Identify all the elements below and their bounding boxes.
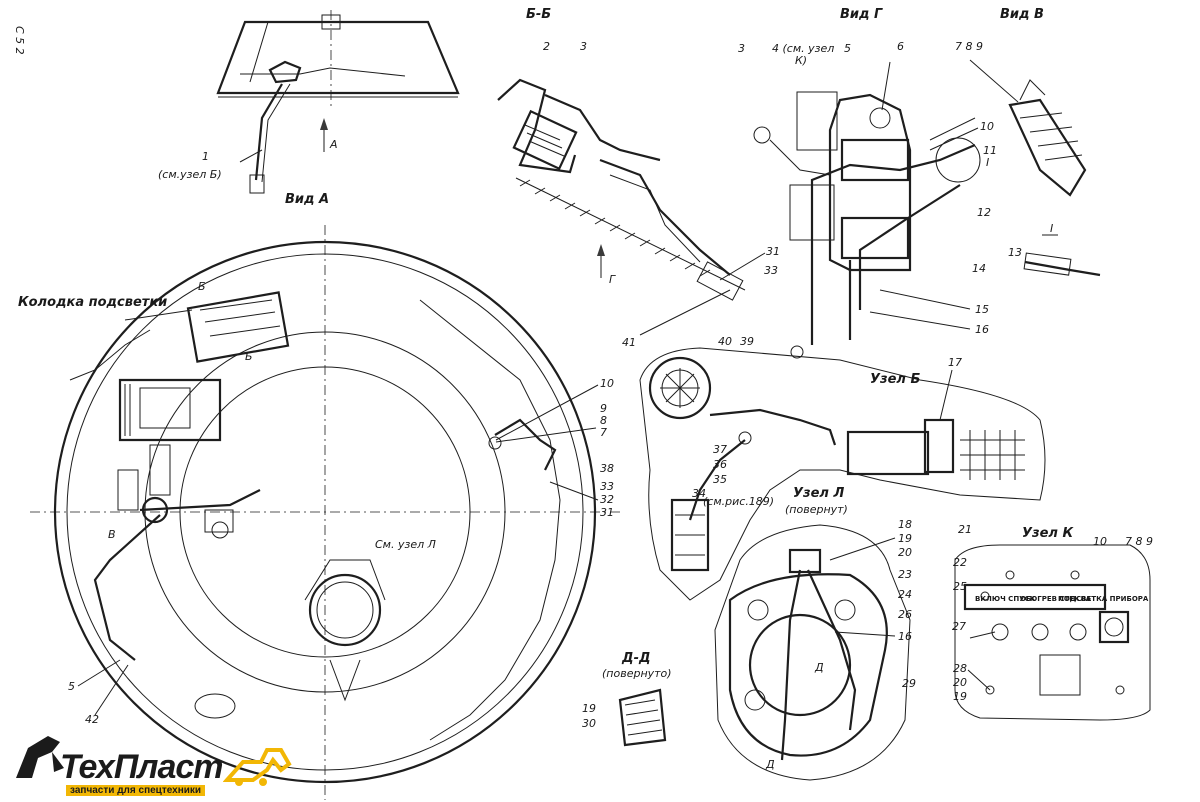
title-node-b: Узел Б xyxy=(870,372,920,387)
callout-32: 32 xyxy=(600,493,614,506)
title-node-l: Узел Л xyxy=(793,486,844,501)
callout-10-k: 10 xyxy=(1093,535,1107,548)
callout-20-k: 20 xyxy=(953,676,967,689)
callout-14: 14 xyxy=(972,262,986,275)
node-l-rotated-note: (повернут) xyxy=(785,503,848,516)
callout-35: 35 xyxy=(713,473,727,486)
callout-8: 8 xyxy=(600,414,607,427)
excavator-logo-icon xyxy=(16,736,64,778)
callout-789-view-v: 7 8 9 xyxy=(955,40,983,53)
plate-label-backlight: ПОДСВЕТКА ПРИБОРА xyxy=(1058,595,1149,603)
plate-label-switch: ВКЛЮЧ СПУСК xyxy=(975,595,1036,603)
section-dd-rotated-note: (повернуто) xyxy=(602,667,672,680)
section-mark-d-2: Д xyxy=(765,758,775,771)
callout-5-main: 5 xyxy=(68,680,75,693)
brand-name: ТехПласт xyxy=(60,748,223,786)
callout-6: 6 xyxy=(897,40,904,53)
callout-30: 30 xyxy=(582,717,596,730)
callout-3b: 3 xyxy=(738,42,745,55)
title-view-a: Вид А xyxy=(285,192,329,207)
callout-42: 42 xyxy=(85,713,99,726)
callout-20-l: 20 xyxy=(898,546,912,559)
callout-40: 40 xyxy=(718,335,732,348)
callout-9: 9 xyxy=(600,402,607,415)
callout-19-dd: 19 xyxy=(582,702,596,715)
plate-label-heating: ОБОГРЕВ СТЕКЛА xyxy=(1020,595,1092,603)
title-node-k: Узел К xyxy=(1022,526,1074,541)
node-k xyxy=(954,544,1151,721)
callout-17: 17 xyxy=(948,356,962,369)
callout-23: 23 xyxy=(898,568,912,581)
callout-15: 15 xyxy=(975,303,989,316)
callout-41: 41 xyxy=(622,336,636,349)
callout-36: 36 xyxy=(713,458,727,471)
arrow-g-label: Г xyxy=(609,273,616,286)
title-view-v: Вид В xyxy=(1000,7,1044,22)
callout-39: 39 xyxy=(740,335,754,348)
arrow-a-label: А xyxy=(329,138,338,151)
note-see-node-k-2: К) xyxy=(795,54,807,67)
callout-26: 26 xyxy=(898,608,912,621)
callout-22: 22 xyxy=(953,556,967,569)
callout-24: 24 xyxy=(898,588,912,601)
callout-33: 33 xyxy=(764,264,778,277)
callout-5: 5 xyxy=(844,42,851,55)
note-see-fig-189: (см.рис.189) xyxy=(703,495,774,508)
callout-21: 21 xyxy=(958,523,972,536)
arrow-b-label-1: Б xyxy=(198,280,206,293)
callout-789-k: 7 8 9 xyxy=(1125,535,1153,548)
roman-i-detail: I xyxy=(1050,222,1053,235)
callout-34: 34 xyxy=(692,487,706,500)
callout-1: 1 xyxy=(202,150,209,163)
callout-10-main: 10 xyxy=(600,377,614,390)
callout-29: 29 xyxy=(902,677,916,690)
view-v xyxy=(969,59,1087,197)
section-bb xyxy=(497,78,766,336)
callout-19-l: 19 xyxy=(898,532,912,545)
view-a xyxy=(216,10,460,194)
detail-i xyxy=(1023,252,1101,277)
callout-18: 18 xyxy=(898,518,912,531)
note-see-node-l: См. узел Л xyxy=(375,538,436,551)
backlight-block-label: Колодка подсветки xyxy=(18,295,167,310)
brand-tagline: запчасти для спецтехники xyxy=(66,785,206,796)
callout-31: 31 xyxy=(766,245,780,258)
arrow-b-label-2: Б xyxy=(245,350,253,363)
callout-7: 7 xyxy=(600,426,607,439)
callout-11: 11 xyxy=(983,144,997,157)
callout-10-view-v: 10 xyxy=(980,120,994,133)
note-see-node-b: (см.узел Б) xyxy=(158,168,222,181)
arrow-v-label: В xyxy=(108,528,116,541)
callout-27: 27 xyxy=(952,620,966,633)
section-mark-d-1: Д xyxy=(814,661,824,674)
title-section-dd: Д-Д xyxy=(621,651,651,666)
main-turret-view xyxy=(30,225,620,800)
title-section-bb: Б-Б xyxy=(526,7,551,22)
callout-12: 12 xyxy=(977,206,991,219)
callout-19-k: 19 xyxy=(953,690,967,703)
loader-logo-icon xyxy=(223,748,292,786)
callout-2: 2 xyxy=(543,40,550,53)
node-l xyxy=(714,524,911,781)
callout-3: 3 xyxy=(580,40,587,53)
callout-37: 37 xyxy=(713,443,727,456)
callout-28: 28 xyxy=(953,662,967,675)
callout-13: 13 xyxy=(1008,246,1022,259)
callout-16-l: 16 xyxy=(898,630,912,643)
callout-16: 16 xyxy=(975,323,989,336)
node-b xyxy=(639,347,1046,601)
callout-25: 25 xyxy=(953,580,967,593)
view-g xyxy=(753,61,981,359)
page-mark: С 5 2 xyxy=(13,26,26,55)
callout-31-main: 31 xyxy=(600,506,614,519)
section-dd xyxy=(618,688,667,747)
callout-38: 38 xyxy=(600,462,614,475)
title-view-g: Вид Г xyxy=(840,7,883,22)
roman-i-marker: I xyxy=(986,156,989,169)
note-see-node-k: 4 (см. узел xyxy=(772,42,834,55)
brand-watermark: ТехПласт запчасти для спецтехники xyxy=(8,728,298,798)
callout-33-main: 33 xyxy=(600,480,614,493)
